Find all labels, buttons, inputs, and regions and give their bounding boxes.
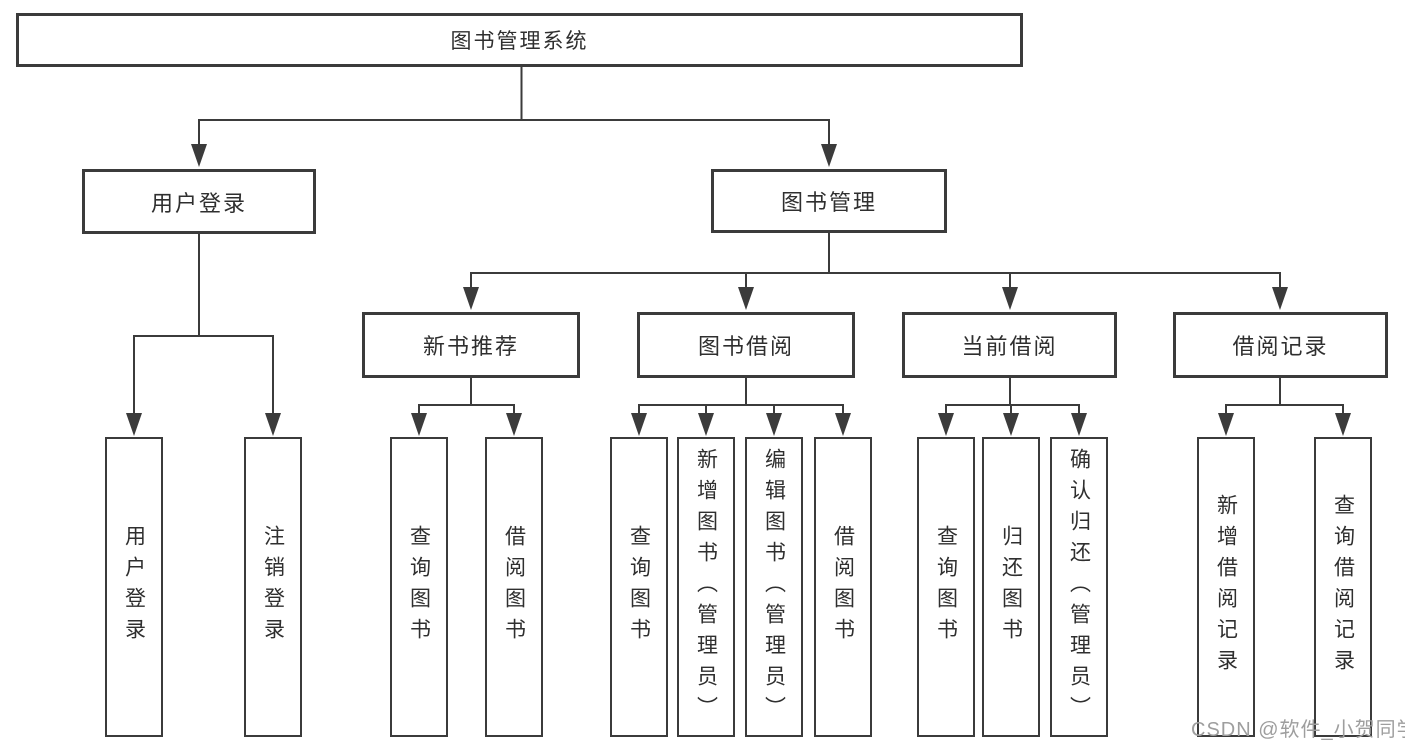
leaf-add-borrow-record: 新增借阅记录 (1197, 437, 1255, 737)
node-new-book-recommendation: 新书推荐 (362, 312, 580, 378)
node-user-login: 用户登录 (82, 169, 316, 234)
leaf-borrow-books-borrowing: 借阅图书 (814, 437, 872, 737)
node-book-management: 图书管理 (711, 169, 947, 233)
leaf-add-books-admin: 新增图书（管理员） (677, 437, 735, 737)
arrowheads (126, 144, 1351, 436)
leaf-edit-books-admin: 编辑图书（管理员） (745, 437, 803, 737)
leaf-query-books-borrowing: 查询图书 (610, 437, 668, 737)
leaf-logout: 注销登录 (244, 437, 302, 737)
node-borrowing-records: 借阅记录 (1173, 312, 1388, 378)
leaf-borrow-books-recommend: 借阅图书 (485, 437, 543, 737)
leaf-query-books-current: 查询图书 (917, 437, 975, 737)
leaf-return-books: 归还图书 (982, 437, 1040, 737)
node-book-borrowing: 图书借阅 (637, 312, 855, 378)
leaf-user-login: 用户登录 (105, 437, 163, 737)
watermark-text: CSDN @软件_小贺同学 (1191, 719, 1405, 741)
leaf-query-books-recommend: 查询图书 (390, 437, 448, 737)
node-current-borrowing: 当前借阅 (902, 312, 1117, 378)
leaf-confirm-return-admin: 确认归还（管理员） (1050, 437, 1108, 737)
leaf-query-borrow-record: 查询借阅记录 (1314, 437, 1372, 737)
node-library-management-system: 图书管理系统 (16, 13, 1023, 67)
